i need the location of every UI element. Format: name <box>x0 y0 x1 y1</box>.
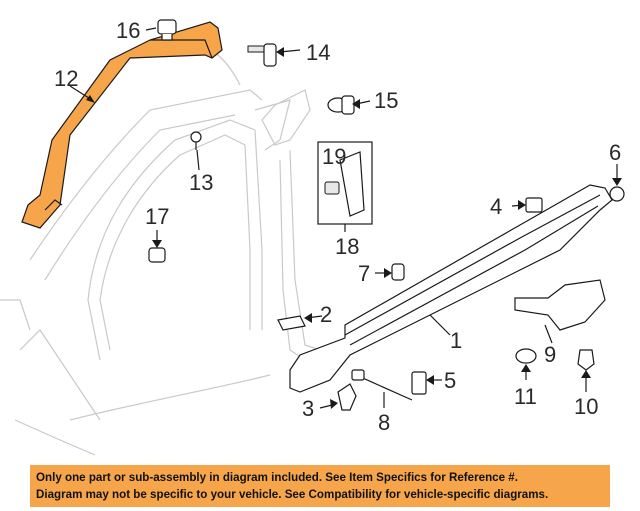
callout-1: 1 <box>450 328 462 353</box>
callout-5: 5 <box>444 368 456 393</box>
label-part-2 <box>277 315 306 331</box>
clip-part-19 <box>324 181 340 195</box>
clip-part-16 <box>157 19 177 41</box>
pin-part-8 <box>351 369 413 401</box>
callout-19: 19 <box>322 144 346 169</box>
notice-banner: Only one part or sub-assembly in diagram… <box>30 465 610 507</box>
clip-part-10 <box>577 349 595 371</box>
callout-18: 18 <box>335 234 359 259</box>
clip-part-7 <box>391 263 405 281</box>
leader-lines <box>69 27 622 409</box>
clip-part-4 <box>525 197 543 213</box>
callout-2: 2 <box>320 302 332 327</box>
callout-16: 16 <box>116 18 140 43</box>
callout-8: 8 <box>378 410 390 435</box>
bolt-part-14 <box>247 43 277 67</box>
callout-14: 14 <box>306 40 330 65</box>
bolt-part-5 <box>411 371 427 395</box>
callout-3: 3 <box>302 396 314 421</box>
trim-panel-box-part-18 <box>317 141 373 232</box>
clip-part-3 <box>337 383 357 411</box>
callout-4: 4 <box>490 194 502 219</box>
callout-10: 10 <box>574 394 598 419</box>
callout-9: 9 <box>544 342 556 367</box>
a-pillar-trim-part-12 <box>21 21 223 229</box>
callout-13: 13 <box>189 170 213 195</box>
callout-11: 11 <box>514 384 537 409</box>
callout-15: 15 <box>374 88 398 113</box>
clip-part-17 <box>148 247 166 263</box>
notice-line-1: Only one part or sub-assembly in diagram… <box>36 471 518 484</box>
pin-part-13 <box>190 131 202 150</box>
clip-part-11 <box>515 348 537 364</box>
callout-12: 12 <box>54 66 78 91</box>
clip-part-15 <box>327 95 355 115</box>
callout-17: 17 <box>145 204 169 229</box>
bracket-part-9 <box>514 279 606 331</box>
rocker-panel-part-1 <box>289 184 613 393</box>
clip-part-6 <box>609 186 625 202</box>
callout-7: 7 <box>358 261 370 286</box>
callout-numbers: 16 12 14 15 13 17 19 18 4 6 7 2 1 3 8 5 … <box>54 18 621 435</box>
notice-line-2: Diagram may not be specific to your vehi… <box>36 488 549 501</box>
callout-6: 6 <box>609 140 621 165</box>
